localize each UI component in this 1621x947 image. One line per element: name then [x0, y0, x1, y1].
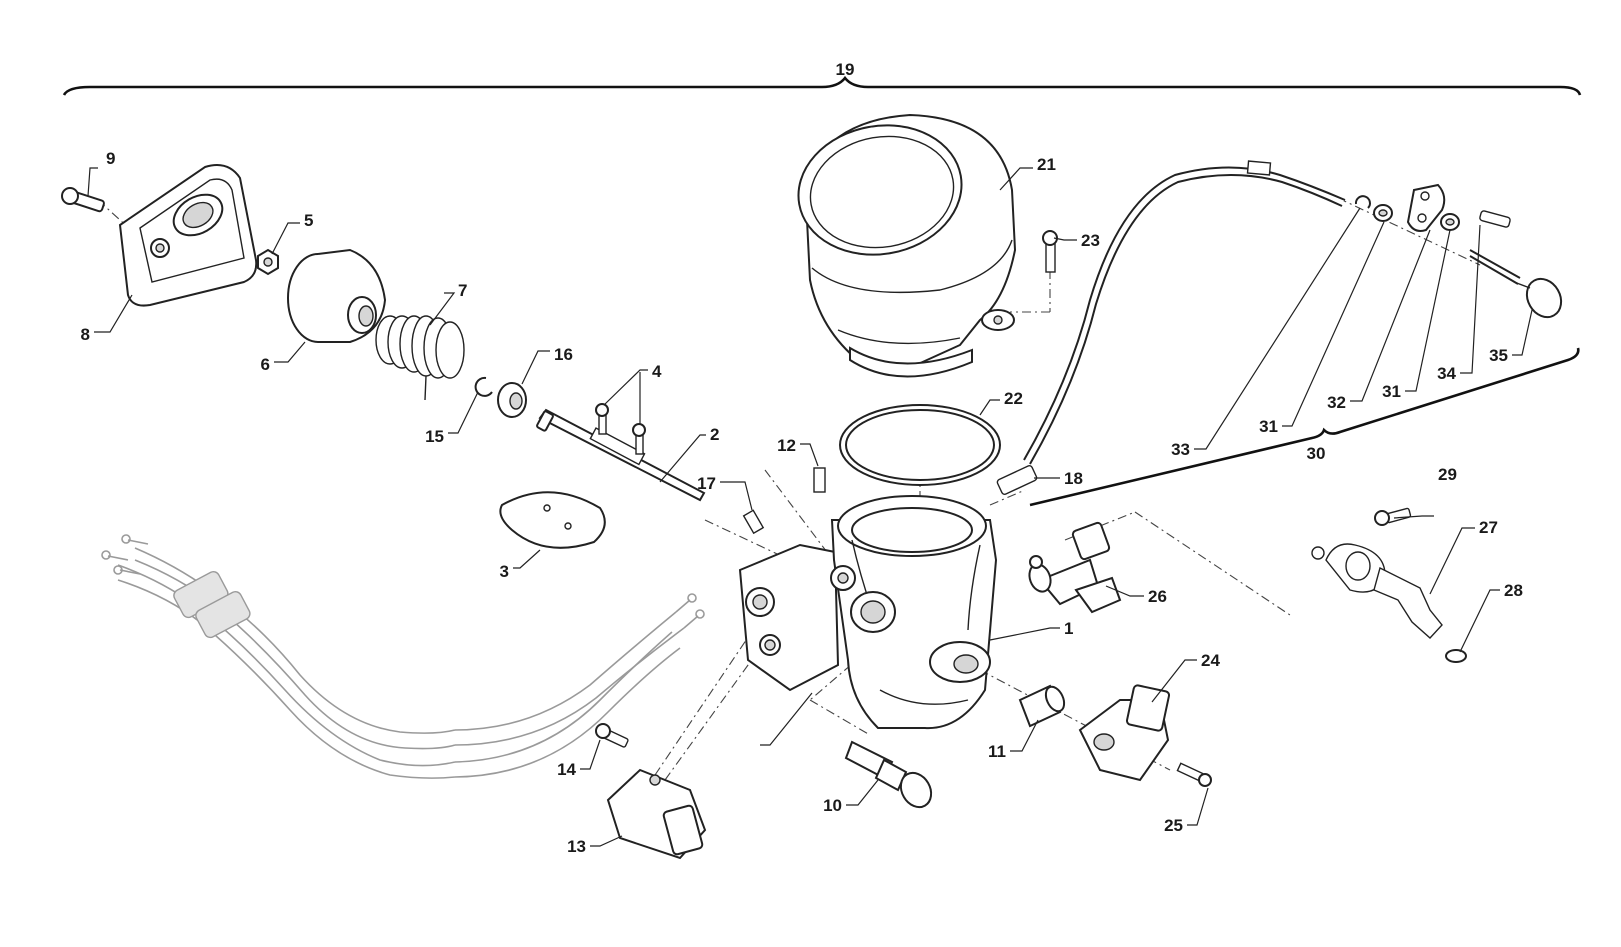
callout-22: 22 [1004, 389, 1023, 408]
throttle-cables [101, 534, 705, 779]
callout-32: 32 [1327, 393, 1346, 412]
part-16-bearing [497, 382, 527, 418]
part-12-set-screw [813, 467, 826, 493]
callout-33: 33 [1171, 440, 1190, 459]
callout-11: 11 [988, 742, 1006, 761]
part-18-spring [996, 465, 1038, 495]
callout-24: 24 [1201, 651, 1220, 670]
callout-10: 10 [823, 796, 842, 815]
callout-31-right: 31 [1382, 382, 1401, 401]
part-15-circlip [474, 376, 493, 397]
part-6-pulley [287, 248, 387, 343]
callout-5: 5 [304, 211, 313, 230]
callout-26: 26 [1148, 587, 1167, 606]
callout-25: 25 [1164, 816, 1183, 835]
callout-31-left: 31 [1259, 417, 1278, 436]
part-3-throttle-disc [499, 491, 606, 549]
part-22-o-ring [839, 404, 1001, 486]
callout-28: 28 [1504, 581, 1523, 600]
callout-23: 23 [1081, 231, 1100, 250]
part-13-sensor [606, 768, 707, 860]
part-4-screws [595, 403, 646, 455]
callout-numbers: 9 8 5 6 7 15 16 4 2 3 12 17 1 21 23 22 1… [81, 149, 1523, 856]
part-23-screw [1042, 230, 1058, 273]
callout-7: 7 [458, 281, 467, 300]
assembly-bracket-19: 19 [62, 60, 1582, 96]
callout-27: 27 [1479, 518, 1498, 537]
part-25-screw [1176, 762, 1212, 787]
part-21-air-intake [797, 113, 1017, 378]
callout-34: 34 [1437, 364, 1456, 383]
part-26-injector [1028, 521, 1122, 614]
part-11-bushing [1018, 684, 1066, 728]
callout-35: 35 [1489, 346, 1508, 365]
callout-18: 18 [1064, 469, 1083, 488]
part-5-nut [257, 248, 279, 276]
part-1-throttle-body [738, 495, 998, 730]
part-14-screw [595, 723, 629, 748]
callout-14: 14 [557, 760, 576, 779]
callout-13: 13 [567, 837, 586, 856]
part-2-shaft [536, 408, 706, 502]
part-33-idle-cable [1023, 160, 1346, 465]
callout-21: 21 [1037, 155, 1056, 174]
callout-29: 29 [1438, 465, 1457, 484]
part-27-pipe-fitting [1311, 507, 1467, 663]
callout-8: 8 [81, 325, 90, 344]
assembly-number-30: 30 [1307, 444, 1326, 463]
leader-lines [87, 167, 1533, 847]
part-9-screw [61, 187, 105, 213]
callout-6: 6 [261, 355, 270, 374]
callout-12: 12 [777, 436, 796, 455]
assembly-number-19: 19 [836, 60, 855, 79]
part-17-set-screw [742, 509, 765, 535]
callout-17: 17 [697, 474, 716, 493]
part-7-spring [375, 315, 465, 401]
part-8-cover [118, 164, 258, 307]
callout-16: 16 [554, 345, 573, 364]
callout-9: 9 [106, 149, 115, 168]
callout-3: 3 [500, 562, 509, 581]
callout-4: 4 [652, 362, 662, 381]
idle-adjuster-group [1354, 183, 1563, 319]
assembly-bracket-30: 30 [1029, 347, 1580, 507]
callout-2: 2 [710, 425, 719, 444]
part-10-temp-sensor [844, 740, 933, 809]
callout-15: 15 [425, 427, 444, 446]
callout-1: 1 [1064, 619, 1073, 638]
part-24-sensor [1078, 684, 1171, 782]
